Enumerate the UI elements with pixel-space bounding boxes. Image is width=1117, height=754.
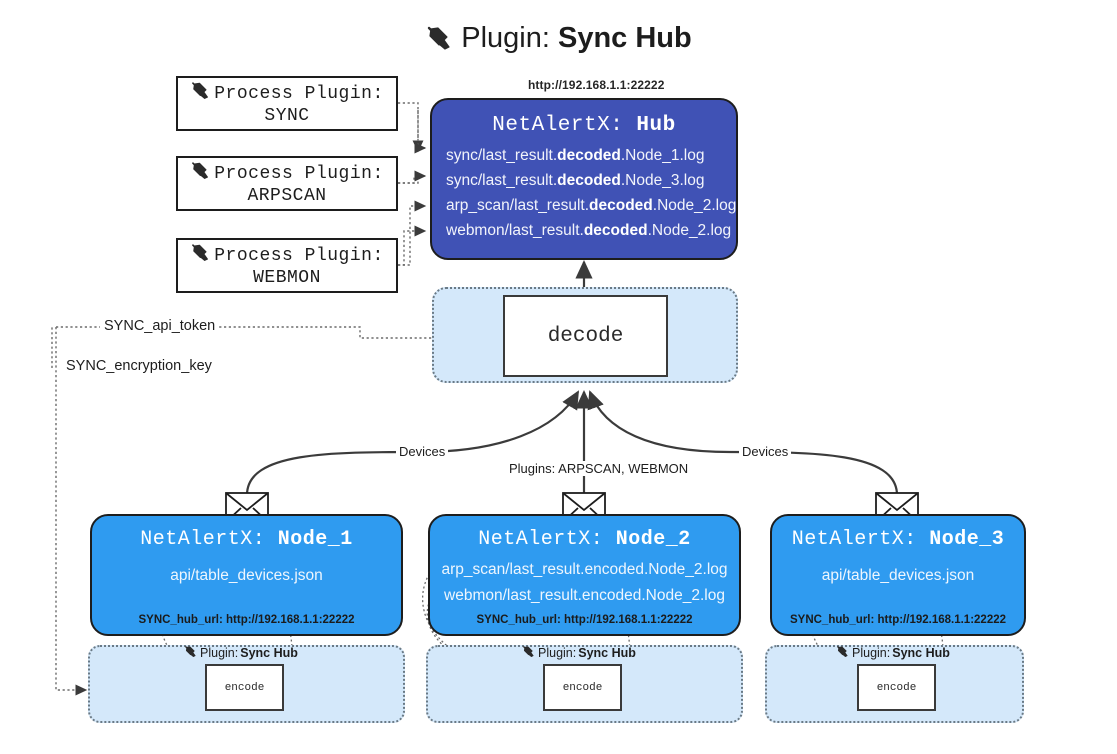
node-2-plugin-tag: Plugin: Sync Hub (522, 645, 636, 661)
hub-node[interactable]: NetAlertX: Hub sync/last_result.decoded.… (430, 98, 738, 260)
encode-box-node-1[interactable]: encode (205, 664, 284, 711)
encode-box-node-3[interactable]: encode (857, 664, 936, 711)
hub-logline: webmon/last_result.decoded.Node_2.log (446, 222, 732, 239)
node-line: webmon/last_result.encoded.Node_2.log (444, 587, 725, 604)
process-plugin-label: Process Plugin: (214, 83, 384, 104)
page-title: Plugin: Sync Hub (0, 16, 1117, 64)
decode-box[interactable]: decode (503, 295, 668, 377)
process-plugin-box-sync[interactable]: Process Plugin: SYNC (176, 76, 398, 131)
process-plugin-box-webmon[interactable]: Process Plugin: WEBMON (176, 238, 398, 293)
node-title: NetAlertX: Node_1 (140, 528, 353, 551)
node-box-node-1[interactable]: NetAlertX: Node_1 api/table_devices.json… (90, 514, 403, 636)
node-line: api/table_devices.json (170, 567, 323, 584)
process-plugin-label: Process Plugin: (214, 245, 384, 266)
plug-icon (190, 161, 212, 186)
hub-url-label: http://192.168.1.1:22222 (528, 78, 665, 92)
node-box-node-2[interactable]: NetAlertX: Node_2 arp_scan/last_result.e… (428, 514, 741, 636)
title-name: Sync Hub (557, 22, 692, 54)
hub-title: NetAlertX: Hub (492, 114, 676, 137)
edge-label-devices-right: Devices (739, 444, 792, 459)
edge-label-devices-left: Devices (396, 444, 449, 459)
process-plugin-box-arpscan[interactable]: Process Plugin: ARPSCAN (176, 156, 398, 211)
process-plugin-name: SYNC (264, 106, 310, 126)
plug-icon (836, 645, 850, 661)
node-3-plugin-tag: Plugin: Sync Hub (836, 645, 950, 661)
node-box-node-3[interactable]: NetAlertX: Node_3 api/table_devices.json… (770, 514, 1026, 636)
hub-logline: arp_scan/last_result.decoded.Node_2.log (446, 197, 737, 214)
edge-label-plugins-center: Plugins: ARPSCAN, WEBMON (506, 461, 692, 476)
node-title: NetAlertX: Node_2 (478, 528, 691, 551)
sync-api-token-label: SYNC_api_token (100, 318, 220, 334)
process-plugin-label: Process Plugin: (214, 163, 384, 184)
node-line: api/table_devices.json (821, 567, 975, 584)
plug-icon (184, 645, 198, 661)
sync-encryption-key-label: SYNC_encryption_key (62, 358, 216, 374)
process-plugin-name: ARPSCAN (247, 186, 327, 206)
plug-icon (190, 243, 212, 268)
plug-icon (522, 645, 536, 661)
title-prefix: Plugin: (461, 22, 558, 54)
node-hub-url: SYNC_hub_url: http://192.168.1.1:22222 (138, 614, 355, 626)
hub-logline: sync/last_result.decoded.Node_3.log (446, 172, 705, 189)
hub-logline: sync/last_result.decoded.Node_1.log (446, 147, 705, 164)
encode-box-node-2[interactable]: encode (543, 664, 622, 711)
node-line: arp_scan/last_result.encoded.Node_2.log (441, 561, 728, 578)
plug-icon (190, 81, 212, 106)
node-title: NetAlertX: Node_3 (791, 528, 1005, 551)
process-plugin-name: WEBMON (253, 268, 321, 288)
plug-icon (425, 20, 455, 64)
node-hub-url: SYNC_hub_url: http://192.168.1.1:22222 (789, 614, 1007, 626)
node-1-plugin-tag: Plugin: Sync Hub (184, 645, 298, 661)
node-hub-url: SYNC_hub_url: http://192.168.1.1:22222 (476, 614, 693, 626)
